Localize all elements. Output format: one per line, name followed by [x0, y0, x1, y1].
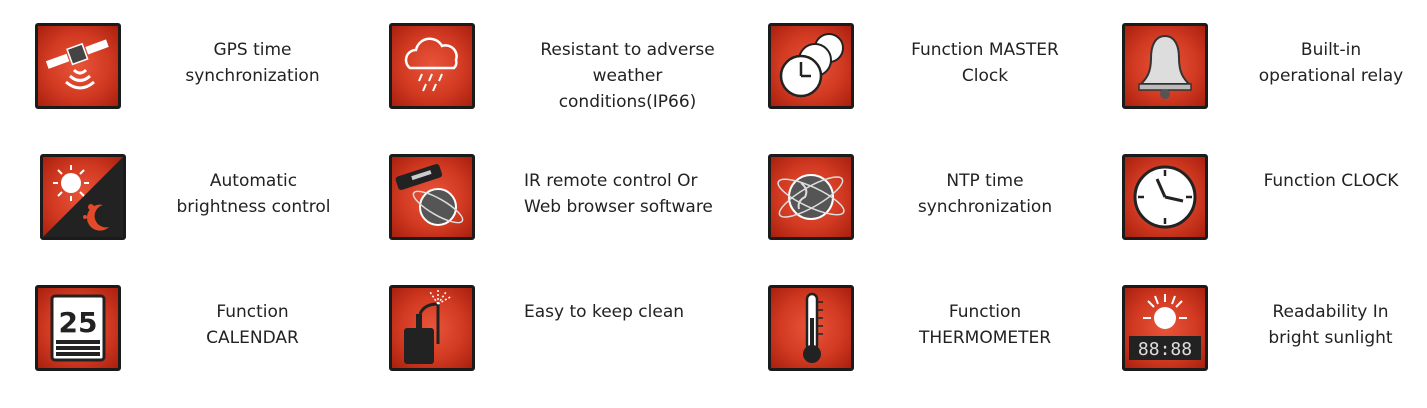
feature-label: Resistant to adverse weather conditions(…: [540, 40, 715, 112]
remote-globe-icon: [389, 154, 475, 240]
feature-label: Function CALENDAR: [206, 302, 299, 348]
feature-label: IR remote control Or Web browser softwar…: [524, 171, 713, 217]
feature-label: Function THERMOMETER: [918, 302, 1052, 348]
calendar-icon: 25: [35, 285, 121, 371]
pressure-washer-icon: [389, 285, 475, 371]
satellite-icon: [35, 23, 121, 109]
rain-cloud-icon: [389, 23, 475, 109]
master-clocks-icon: [768, 23, 854, 109]
sun-moon-icon: [40, 154, 126, 240]
sun-display-icon: 88:88: [1122, 285, 1208, 371]
thermometer-icon: [768, 285, 854, 371]
clock-icon: [1122, 154, 1208, 240]
feature-label: Built-in operational relay: [1258, 40, 1404, 86]
feature-label: GPS time synchronization: [185, 40, 320, 86]
feature-label: Function CLOCK: [1263, 171, 1399, 191]
calendar-day: 25: [59, 306, 98, 339]
feature-label: Readability In bright sunlight: [1268, 302, 1393, 348]
bell-icon: [1122, 23, 1208, 109]
globe-orbit-icon: [768, 154, 854, 240]
feature-label: Easy to keep clean: [524, 302, 685, 322]
display-digits: 88:88: [1138, 339, 1192, 360]
feature-label: Function MASTER Clock: [911, 40, 1059, 86]
feature-label: Automatic brightness control: [176, 171, 331, 217]
feature-label: NTP time synchronization: [917, 171, 1053, 217]
